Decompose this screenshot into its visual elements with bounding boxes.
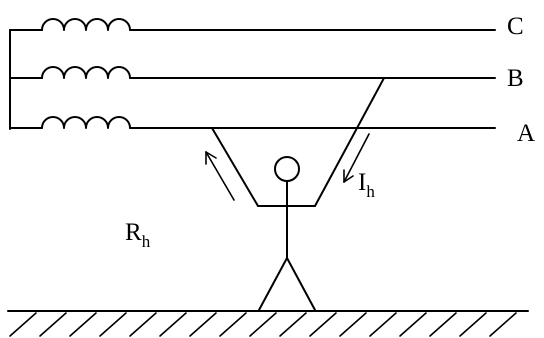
hatch-mark [399,312,427,337]
hatch-mark [219,312,247,337]
hatch-mark [489,312,517,337]
hatch-mark [159,312,187,337]
left-arm [211,127,259,207]
current-label: Ih [358,169,375,201]
ground-hatching [9,312,517,337]
hatch-mark [189,312,217,337]
legs [258,257,316,311]
current-arrow-left [205,151,235,201]
phase-b-line: B [9,65,524,92]
hatch-mark [249,312,277,337]
hatch-mark [99,312,127,337]
hatch-mark [429,312,457,337]
phase-c-label: C [507,13,524,40]
hatch-mark [9,312,37,337]
resistance-label: Rh [125,219,151,251]
phase-c-coil [41,18,131,31]
phase-a-line: A [9,116,535,147]
right-arm [314,77,385,207]
current-arrow-right [343,133,370,183]
head [274,156,300,182]
phase-c-line: C [9,13,524,40]
hatch-mark [69,312,97,337]
person-figure [211,77,385,311]
hatch-mark [459,312,487,337]
phase-a-coil [41,116,131,129]
phase-a-label: A [517,120,535,147]
phase-b-label: B [507,65,524,92]
hatch-mark [39,312,67,337]
hatch-mark [129,312,157,337]
phase-b-coil [41,66,131,79]
hatch-mark [309,312,337,337]
hatch-mark [279,312,307,337]
hatch-mark [369,312,397,337]
hatch-mark [339,312,367,337]
